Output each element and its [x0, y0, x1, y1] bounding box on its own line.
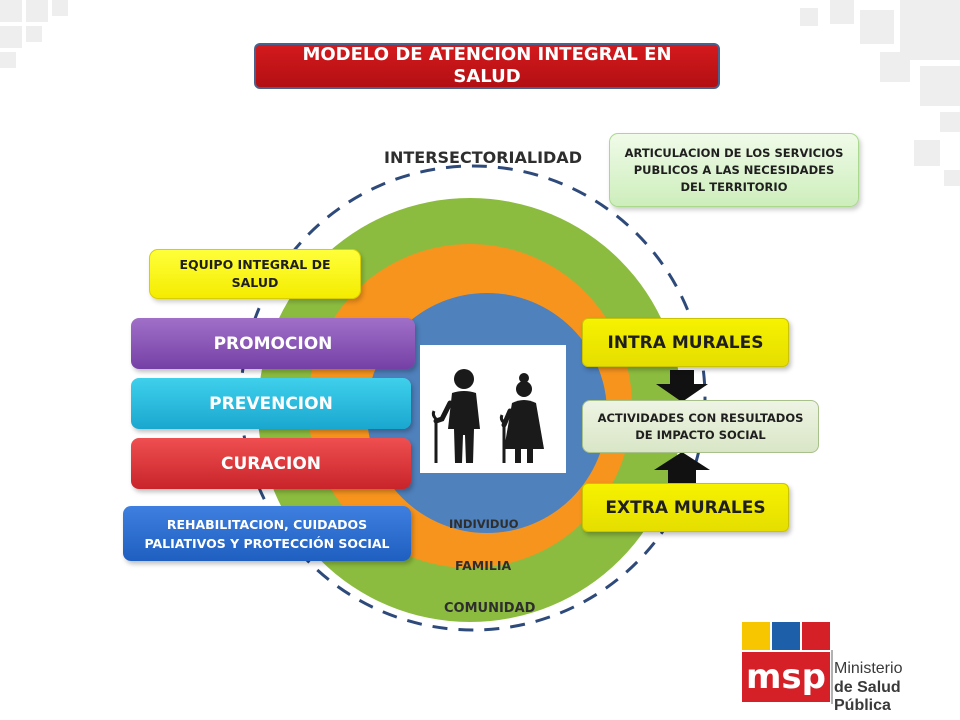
- family-label: FAMILIA: [455, 558, 512, 573]
- articulation-note: ARTICULACION DE LOS SERVICIOS PUBLICOS A…: [609, 133, 859, 207]
- intramural-box: INTRA MURALES: [582, 318, 789, 367]
- diagram-title: MODELO DE ATENCION INTEGRAL EN SALUD: [254, 43, 720, 89]
- promotion-box: PROMOCION: [131, 318, 415, 369]
- cure-box: CURACION: [131, 438, 411, 489]
- individual-label: INDIVIDUO: [449, 517, 519, 531]
- health-team-note: EQUIPO INTEGRAL DE SALUD: [149, 249, 361, 299]
- arrow-down-icon: [656, 370, 708, 402]
- ministry-name-line1: Ministerio: [834, 660, 903, 677]
- ministry-name-line2: de Salud Pública: [834, 679, 901, 714]
- intersectoriality-label: INTERSECTORIALIDAD: [384, 148, 582, 167]
- extramural-box: EXTRA MURALES: [582, 483, 789, 532]
- activities-box: ACTIVIDADES CON RESULTADOS DE IMPACTO SO…: [582, 400, 819, 453]
- msp-logo-icon: msp: [742, 622, 833, 704]
- arrow-up-icon: [654, 452, 710, 484]
- rehabilitation-box: REHABILITACION, CUIDADOS PALIATIVOS Y PR…: [123, 506, 411, 561]
- msp-logo-mark: msp: [746, 657, 826, 697]
- community-label: COMUNIDAD: [444, 601, 536, 616]
- elderly-couple-image: [420, 345, 566, 473]
- prevention-box: PREVENCION: [131, 378, 411, 429]
- elderly-man-with-cane-icon: [431, 369, 480, 463]
- elderly-woman-with-cane-icon: [499, 373, 544, 463]
